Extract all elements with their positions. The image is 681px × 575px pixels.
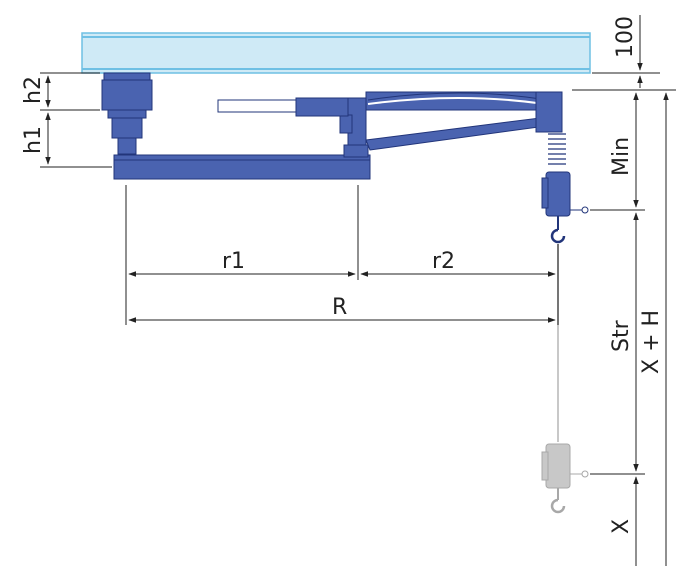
- hook-icon: [550, 216, 566, 244]
- label-x: X: [609, 519, 634, 534]
- dim-rail-offset: 100: [592, 15, 660, 88]
- label-r1: r1: [222, 249, 245, 274]
- label-R: R: [332, 295, 347, 320]
- label-r2: r2: [432, 249, 455, 274]
- elbow-joint: [339, 97, 369, 158]
- primary-arm: [113, 154, 371, 180]
- label-total-height: X + H: [639, 310, 664, 374]
- hoist-ghost-icon: [541, 443, 589, 514]
- label-stroke: Str: [609, 319, 634, 352]
- label-h2: h2: [21, 76, 46, 104]
- label-min: Min: [609, 137, 634, 176]
- hoist-icon: [541, 133, 589, 217]
- label-rail-offset: 100: [613, 16, 638, 58]
- label-h1: h1: [21, 126, 46, 154]
- dim-h-left: h2 h1: [21, 72, 112, 168]
- ceiling-mount: [101, 72, 153, 155]
- dim-vertical-right: Min Str X + H X: [572, 89, 676, 566]
- secondary-arm: [365, 91, 563, 151]
- ceiling-rail: [81, 32, 591, 74]
- counter-arm: [217, 97, 349, 117]
- dim-horizontal: r1 r2 R: [125, 185, 559, 325]
